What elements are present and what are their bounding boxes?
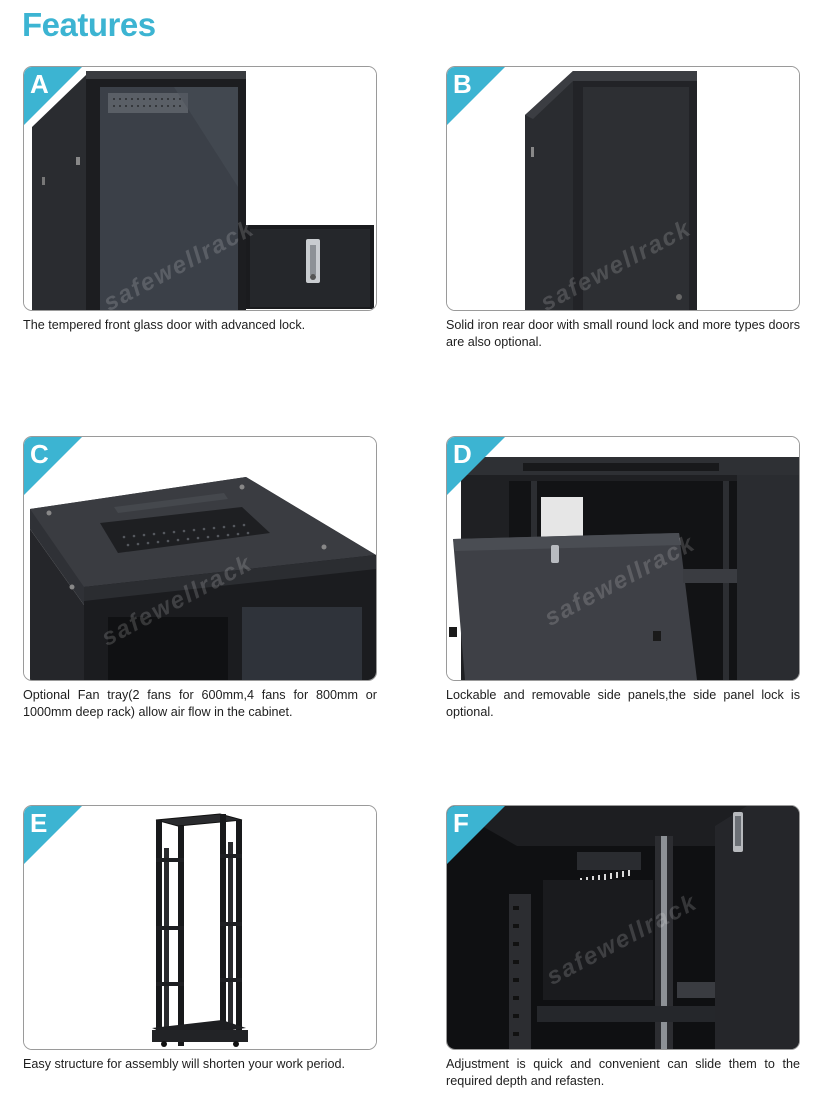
feature-card-d: D safewellrack [446, 436, 800, 681]
feature-card-c: C safewellrack [23, 436, 377, 681]
feature-e-badge: E [24, 806, 82, 864]
feature-card-f: F safewellrack [446, 805, 800, 1050]
adjustable-rails-photo [447, 806, 799, 1049]
feature-b-caption: Solid iron rear door with small round lo… [446, 318, 800, 349]
feature-e-letter: E [30, 808, 48, 838]
page-title: Features [22, 6, 156, 43]
feature-f-letter: F [453, 808, 469, 838]
feature-b-letter: B [453, 69, 472, 99]
front-glass-door-photo [24, 67, 376, 310]
feature-card-e: E [23, 805, 377, 1050]
feature-c-letter: C [30, 439, 49, 469]
side-panel-photo [447, 437, 799, 680]
feature-e-caption: Easy structure for assembly will shorten… [23, 1057, 345, 1071]
feature-d-letter: D [453, 439, 472, 469]
feature-d-badge: D [447, 437, 505, 495]
feature-card-a: A safewellrack [23, 66, 377, 311]
feature-d-caption: Lockable and removable side panels,the s… [446, 688, 800, 719]
feature-card-b: B safewellrack [446, 66, 800, 311]
feature-f-badge: F [447, 806, 505, 864]
feature-f-caption: Adjustment is quick and convenient can s… [446, 1057, 800, 1088]
feature-a-letter: A [30, 69, 49, 99]
feature-c-badge: C [24, 437, 82, 495]
rear-door-photo [447, 67, 799, 310]
feature-a-caption: The tempered front glass door with advan… [23, 318, 306, 332]
feature-b-badge: B [447, 67, 505, 125]
fan-tray-photo [24, 437, 376, 680]
feature-c-caption: Optional Fan tray(2 fans for 600mm,4 fan… [23, 688, 377, 719]
open-frame-rack-photo [24, 806, 376, 1049]
feature-a-badge: A [24, 67, 82, 125]
